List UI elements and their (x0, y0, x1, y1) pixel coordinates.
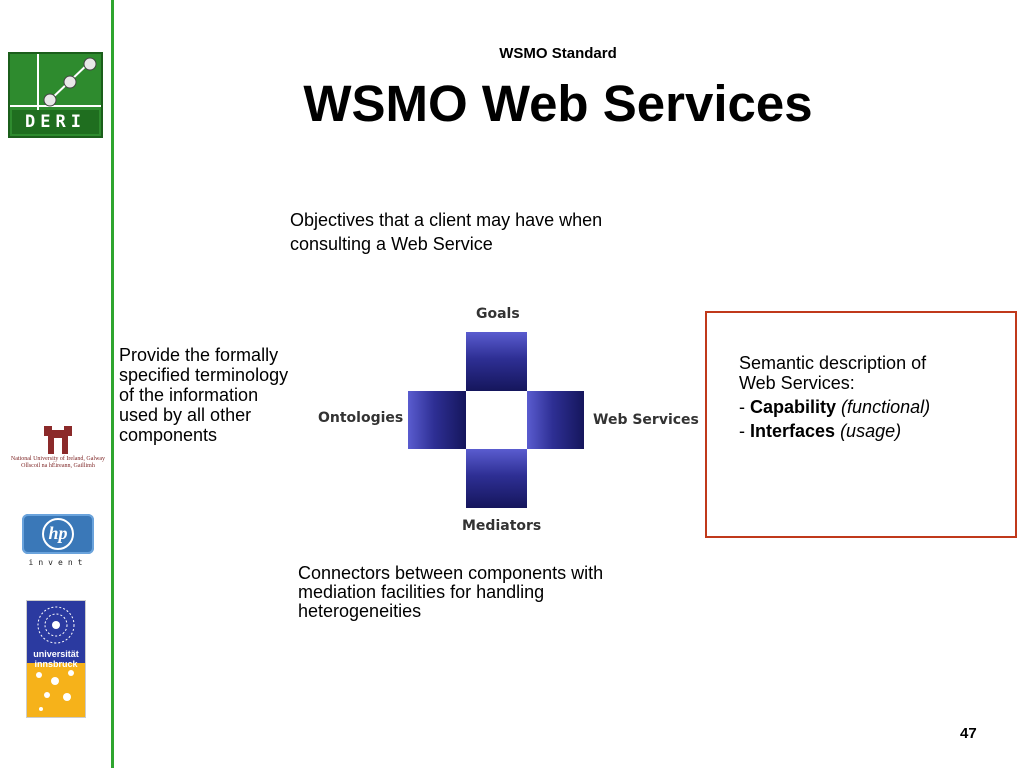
uibk-globe-icon (37, 606, 75, 644)
mediators-label: Mediators (462, 518, 542, 534)
ontologies-description-line: Provide the formally (119, 345, 279, 365)
hp-logo: hp invent (22, 514, 94, 570)
ontologies-description-line: specified terminology (119, 365, 289, 385)
item-term: Capability (750, 397, 837, 417)
deri-graph-icon (10, 54, 101, 110)
nuig-logo-text: National University of Ireland, Galway O… (10, 456, 106, 469)
mediators-description-line: Connectors between components with (298, 563, 604, 583)
web-services-description: Semantic description of Web Services: - … (739, 353, 1009, 441)
uibk-logo-bottom (27, 663, 85, 717)
mediators-description-line: mediation facilities for handling (298, 582, 545, 602)
ontologies-label: Ontologies (318, 410, 404, 426)
mediators-description: Connectors between components with media… (298, 564, 718, 621)
page-number: 47 (960, 725, 977, 742)
hp-logo-tagline: invent (28, 558, 88, 567)
uibk-pattern-icon (36, 670, 74, 711)
web-services-item-capability: - Capability (functional) (739, 397, 1009, 417)
slide-title: WSMO Web Services (303, 75, 813, 132)
deri-logo-text: DERI (12, 110, 99, 134)
item-note: (usage) (840, 421, 902, 441)
uibk-logo-top (27, 601, 85, 663)
goals-label: Goals (476, 306, 520, 322)
web-services-label: Web Services (593, 412, 699, 428)
uibk-logo-text: universität innsbruck (33, 649, 79, 669)
item-note: (functional) (841, 397, 931, 417)
goals-description: Objectives that a client may have when c… (290, 210, 603, 254)
web-services-block (527, 391, 584, 449)
ontologies-description: Provide the formally specified terminolo… (119, 345, 349, 445)
ontologies-description-line: used by all other (119, 405, 252, 425)
web-services-item-interfaces: - Interfaces (usage) (739, 421, 1009, 441)
item-dash: - (739, 421, 750, 441)
mediators-description-line: heterogeneities (298, 601, 422, 621)
web-services-intro: Semantic description of (739, 353, 927, 373)
uibk-logo: universität innsbruck (26, 600, 86, 718)
sidebar-divider (111, 0, 114, 768)
hp-logo-mark: hp (42, 518, 74, 550)
item-term: Interfaces (750, 421, 836, 441)
center-block (466, 391, 527, 449)
nuig-crest-icon (44, 426, 72, 454)
item-dash: - (739, 397, 750, 417)
ontologies-block (408, 391, 466, 449)
ontologies-description-line: components (119, 425, 218, 445)
web-services-intro-2: Web Services: (739, 373, 855, 393)
goals-block (466, 332, 527, 391)
slide-subtitle: WSMO Standard (499, 45, 617, 62)
deri-logo: DERI (8, 52, 103, 138)
ontologies-description-line: of the information (119, 385, 259, 405)
mediators-block (466, 449, 527, 508)
hp-logo-box: hp (22, 514, 94, 554)
web-services-panel (705, 311, 1017, 538)
nuig-logo: National University of Ireland, Galway O… (4, 424, 112, 474)
